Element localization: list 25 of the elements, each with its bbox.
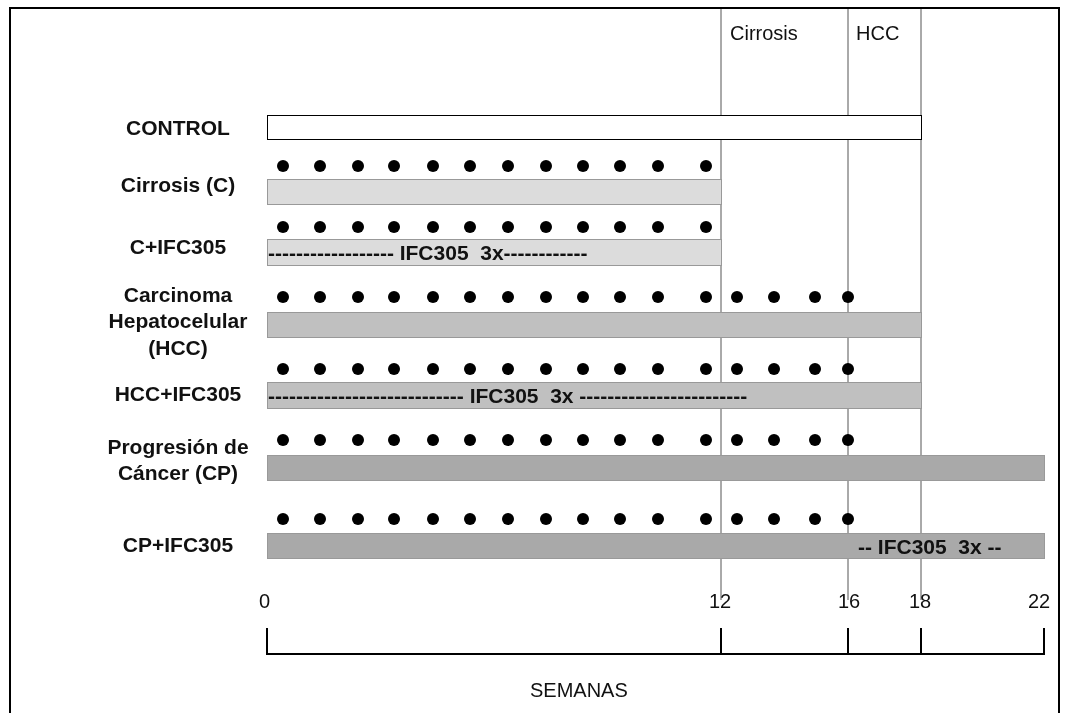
group-label: CONTROL [125,115,231,141]
axis-title: SEMANAS [530,679,628,702]
group-label: Progresión de Cáncer (CP) [106,434,250,487]
timeline-bar [267,312,922,338]
treatment-bar [267,382,922,409]
tick-label: 12 [709,590,732,613]
period-label: HCC [856,22,900,45]
tick-label: 22 [1028,590,1051,613]
tick-label: 0 [259,590,271,613]
timeline-bar [267,455,1045,481]
tick-label: 16 [838,590,861,613]
treatment-label: ------------------ IFC305 3x------------ [268,242,588,263]
treatment-bar [267,239,722,266]
tick-label: 18 [909,590,932,613]
group-label: Cirrosis (C) [119,172,237,198]
group-label: CP+IFC305 [121,532,235,558]
period-label: Cirrosis [730,22,798,45]
treatment-label: ---------------------------- IFC305 3x ------------------------ [268,385,748,406]
group-label: C+IFC305 [128,234,228,260]
group-label: HCC+IFC305 [113,381,243,407]
group-label: Carcinoma Hepatocelular (HCC) [107,282,249,361]
treatment-bar [267,533,1045,559]
treatment-label: -- IFC305 3x -- [858,535,1002,557]
timeline-bar [267,115,922,140]
timeline-bar [267,179,722,205]
